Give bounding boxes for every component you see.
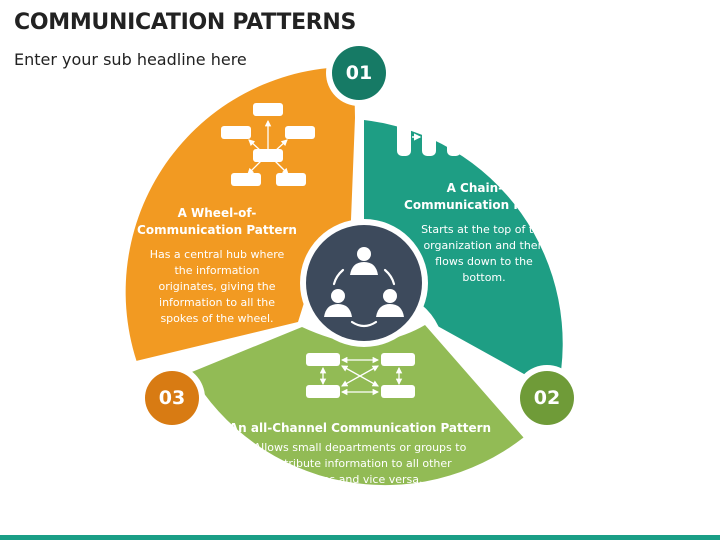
- badge-02: [514, 365, 580, 431]
- chain-pattern-icon: [397, 119, 486, 156]
- badge-02-number: 02: [533, 387, 561, 409]
- badge-01-number: 01: [345, 62, 373, 84]
- wheel-pattern-title: A Wheel-of- Communication Pattern: [137, 206, 297, 237]
- chain-pattern-description: Starts at the top of the organization an…: [421, 223, 547, 284]
- page-title: COMMUNICATION PATTERNS: [14, 10, 357, 35]
- badge-01: [326, 40, 392, 106]
- footer-bar: [0, 535, 720, 540]
- all-channel-pattern-description: Allows small departments or groups to di…: [253, 441, 467, 486]
- segment-all-channel: [190, 325, 524, 486]
- segment-chain: [364, 120, 563, 393]
- team-network-icon: [324, 247, 404, 317]
- page-subtitle: Enter your sub headline here: [14, 50, 247, 69]
- wheel-pattern-description: Has a central hub where the information …: [149, 248, 285, 325]
- segment-wheel: [125, 66, 356, 361]
- all-channel-pattern-title: An all-Channel Communication Pattern: [228, 421, 492, 435]
- badge-03: [139, 365, 205, 431]
- wheel-pattern-icon: [221, 103, 315, 186]
- hub: [300, 219, 428, 347]
- all-channel-pattern-icon: [306, 353, 415, 398]
- badge-03-number: 03: [158, 387, 186, 409]
- chain-pattern-title: A Chain-of- Communication Pattern: [404, 181, 564, 212]
